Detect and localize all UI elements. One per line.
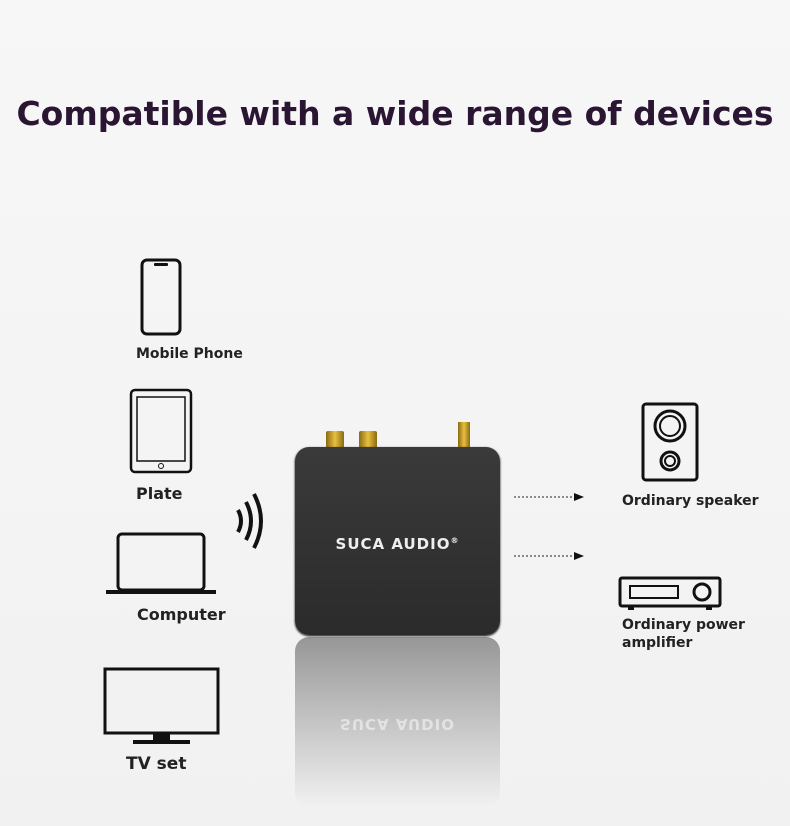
output-label-amplifier: Ordinary power amplifier <box>622 617 745 651</box>
laptop-icon <box>106 532 216 594</box>
source-label-phone: Mobile Phone <box>136 346 243 362</box>
wireless-signal-icon <box>236 493 263 549</box>
rca-jack-right <box>359 431 377 448</box>
source-label-tablet: Plate <box>136 484 183 503</box>
device-reflection: SUCA AUDIO <box>295 637 500 807</box>
device-brand: SUCA AUDIO® <box>335 535 460 553</box>
speaker-icon <box>641 402 699 482</box>
rca-jack-left <box>326 431 344 448</box>
tablet-icon <box>129 388 193 474</box>
tv-icon <box>103 667 220 744</box>
source-label-tv: TV set <box>126 754 187 774</box>
antenna-connector <box>458 422 470 448</box>
arrow-icon <box>514 493 584 501</box>
bluetooth-receiver-device: SUCA AUDIO® <box>295 447 500 635</box>
source-label-computer: Computer <box>137 605 226 624</box>
arrow-icon <box>514 552 584 560</box>
output-label-speaker: Ordinary speaker <box>622 493 759 509</box>
page-title: Compatible with a wide range of devices <box>16 94 774 133</box>
reflection-brand: SUCA AUDIO <box>340 715 455 733</box>
phone-icon <box>140 258 182 336</box>
amplifier-icon <box>618 576 722 610</box>
